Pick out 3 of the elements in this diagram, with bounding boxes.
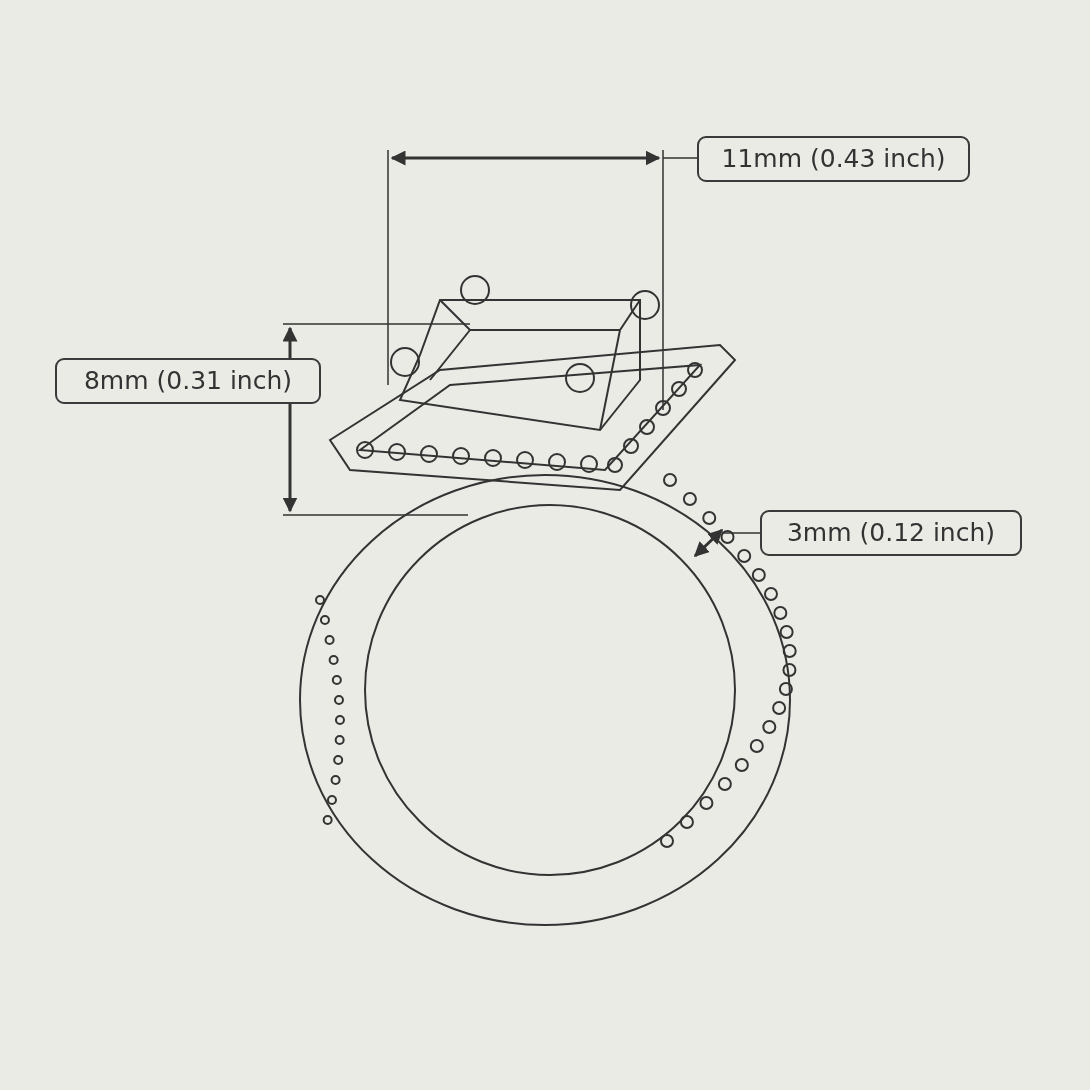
dimension-label: 8mm (0.31 inch) [55, 358, 321, 404]
dimension-label: 3mm (0.12 inch) [760, 510, 1022, 556]
dimension-label: 11mm (0.43 inch) [697, 136, 970, 182]
